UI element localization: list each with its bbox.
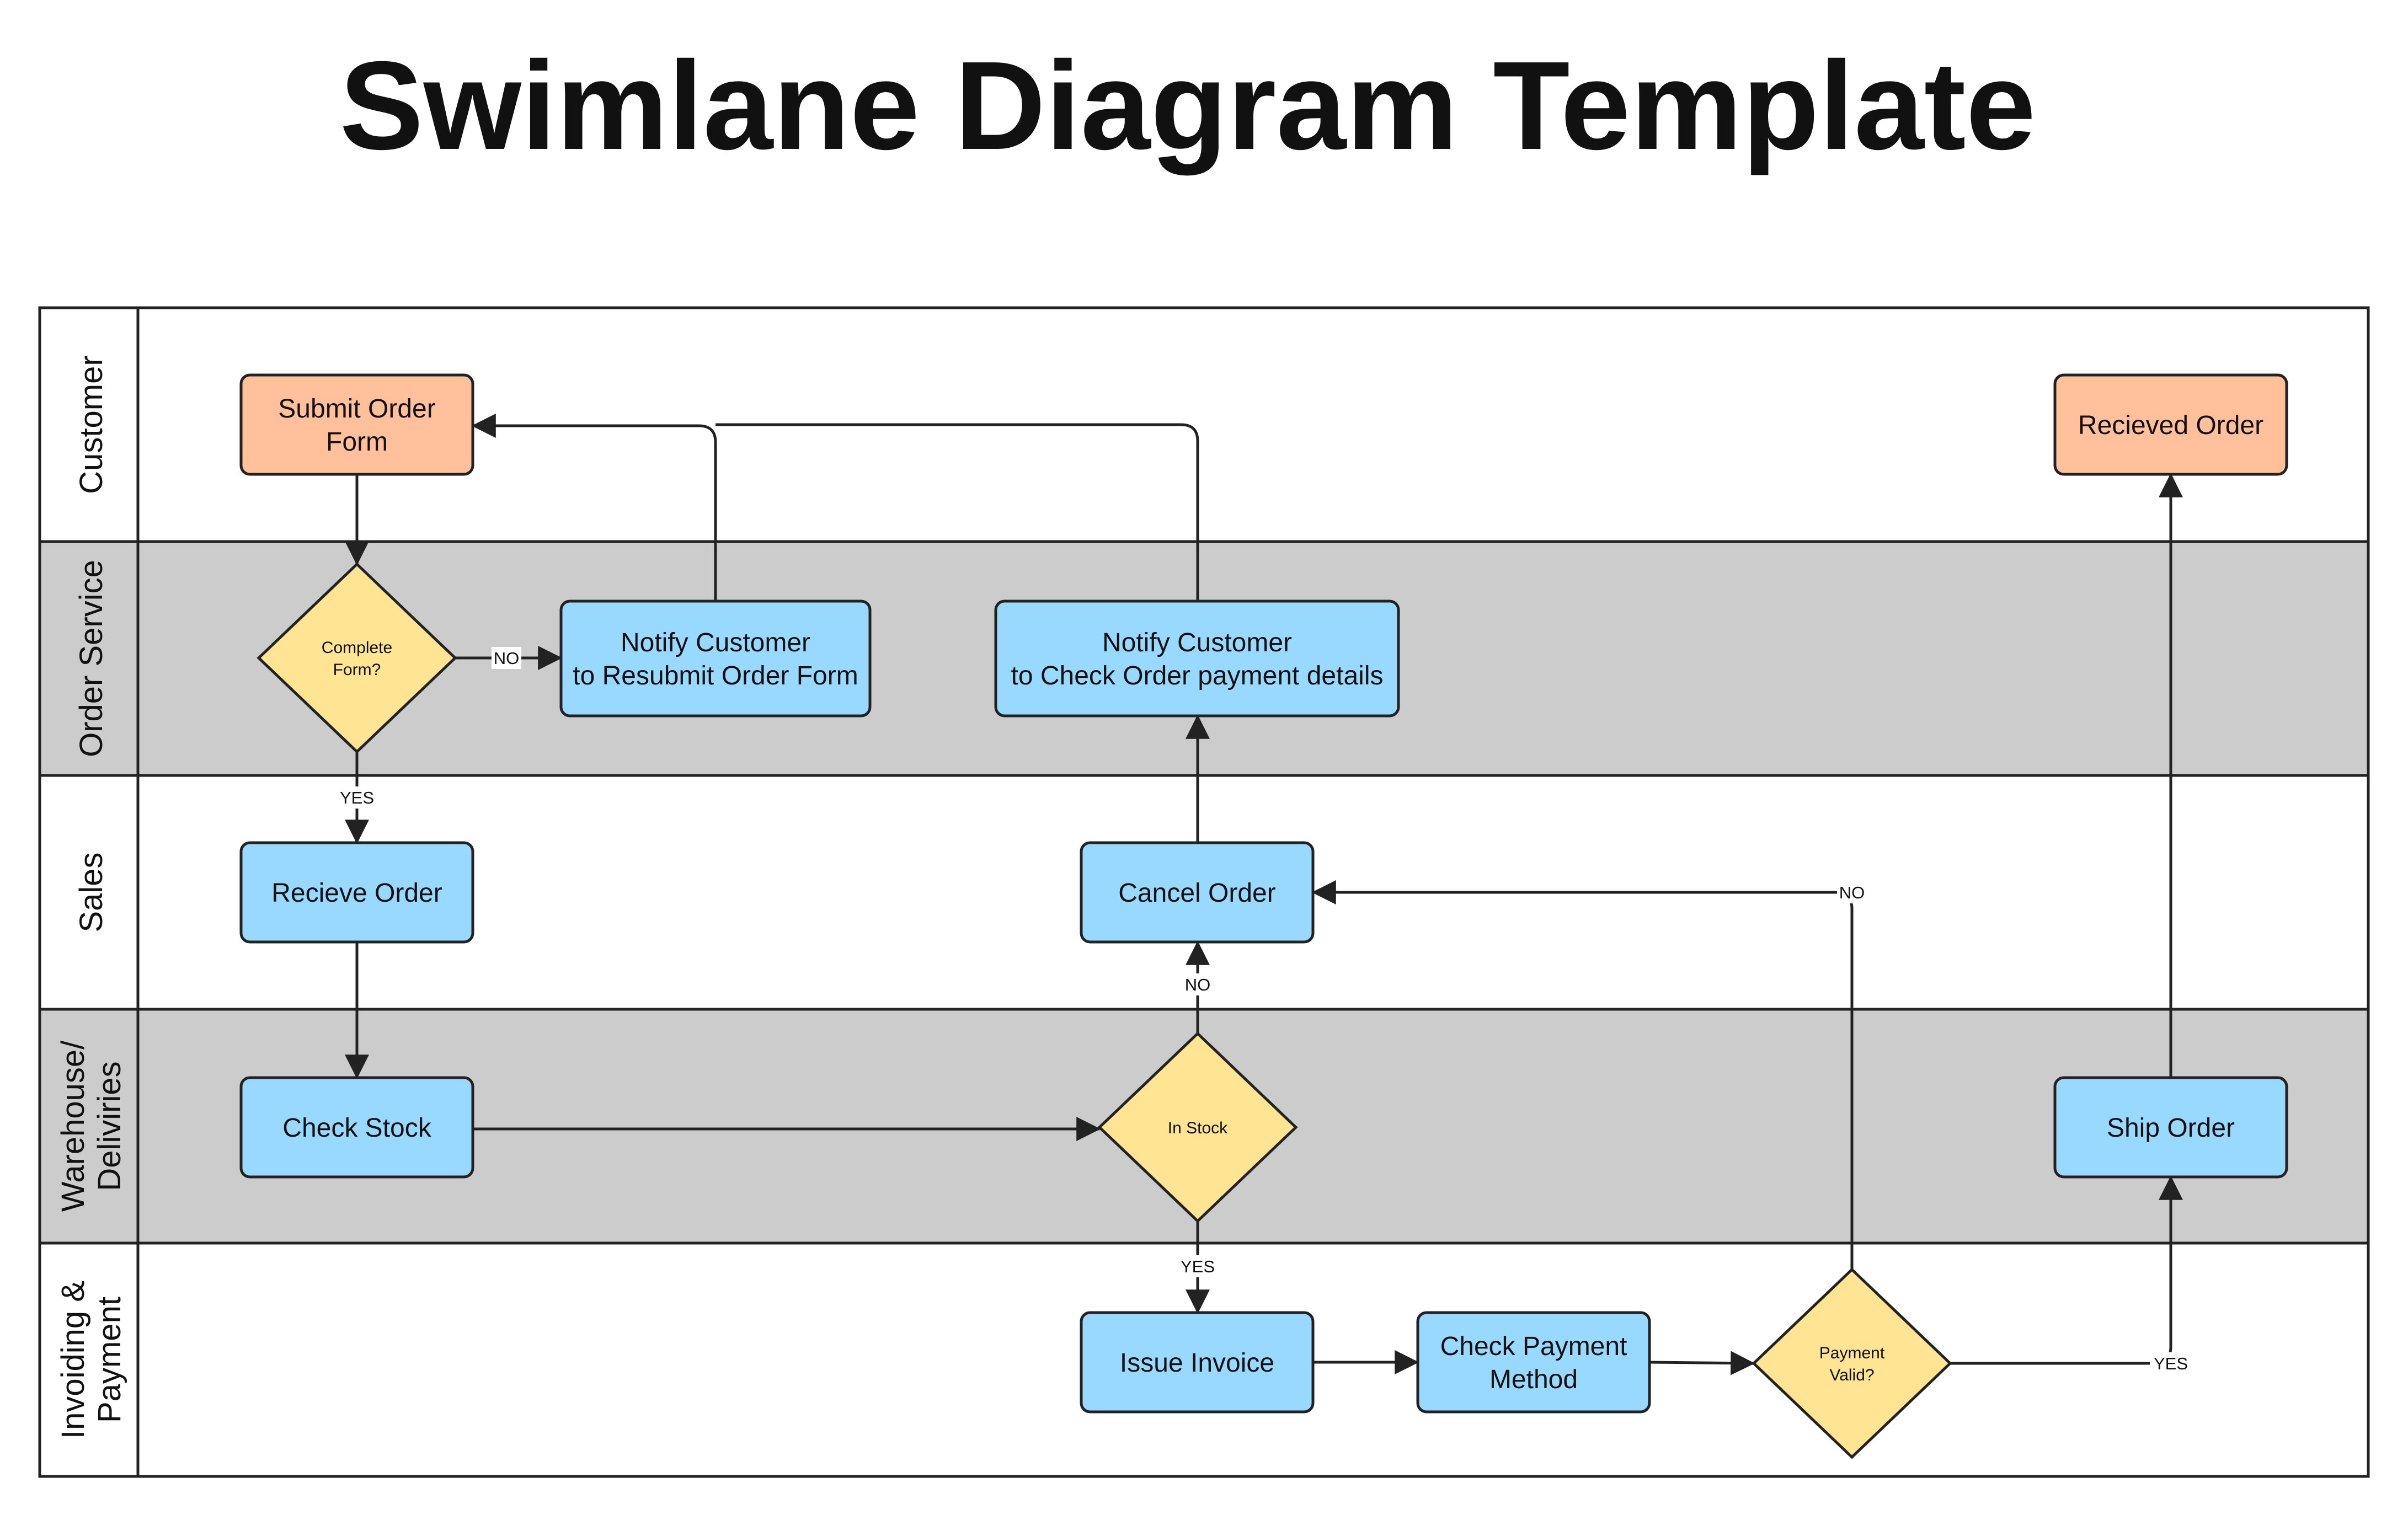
connector-resubmit-to-submit	[471, 414, 717, 601]
connector-labels: NO YES NO YES NO YES	[336, 647, 2192, 1374]
process-shape	[559, 599, 872, 718]
process-shape	[1080, 1311, 1315, 1414]
node-label: Method	[1489, 1365, 1578, 1394]
process-shape	[239, 1076, 474, 1179]
node-label: Check Stock	[282, 1114, 431, 1143]
node-receive-order[interactable]: Recieve Order	[239, 841, 474, 944]
node-label: Issue Invoice	[1120, 1348, 1274, 1378]
node-label: Recieve Order	[271, 879, 442, 908]
terminal-shape	[239, 373, 474, 476]
node-label: Complete	[322, 639, 392, 657]
connector-label-text: YES	[1181, 1257, 1215, 1276]
node-label: Cancel Order	[1118, 879, 1275, 908]
node-label: Notify Customer	[621, 628, 810, 657]
lane-label: Sales	[73, 852, 109, 932]
node-issue-invoice[interactable]: Issue Invoice	[1080, 1311, 1315, 1414]
node-notify-resubmit[interactable]: Notify Customer to Resubmit Order Form	[559, 599, 872, 718]
label-background	[1177, 1255, 1219, 1277]
decision-diamond	[1752, 1267, 1952, 1459]
node-label: Form?	[333, 661, 381, 679]
process-shape	[2053, 1076, 2288, 1179]
connector-label-no: NO	[492, 647, 521, 669]
label-background	[2150, 1352, 2192, 1374]
node-label: Notify Customer	[1102, 628, 1292, 657]
process-shape	[994, 599, 1400, 718]
connector-label-text: YES	[340, 788, 374, 807]
node-label: to Resubmit Order Form	[573, 661, 858, 690]
connector-label-no: NO	[1837, 881, 1867, 903]
connector-label-text: NO	[1839, 883, 1865, 902]
node-notify-payment[interactable]: Notify Customer to Check Order payment de…	[994, 599, 1400, 718]
connector-label-text: NO	[1185, 975, 1211, 994]
label-background	[336, 786, 378, 809]
node-label: Payment	[1819, 1344, 1885, 1362]
label-background	[492, 647, 521, 669]
process-shape	[239, 841, 474, 944]
node-label: Form	[326, 427, 388, 457]
node-label: Ship Order	[2107, 1114, 2235, 1143]
process-shape	[1416, 1311, 1651, 1414]
node-label: Recieved Order	[2078, 411, 2263, 440]
node-in-stock[interactable]: In Stock	[1097, 1031, 1298, 1223]
lane-label: Customer	[73, 355, 109, 494]
connector-label-text: YES	[2154, 1354, 2188, 1373]
node-label: Valid?	[1829, 1366, 1874, 1384]
connector-label-yes: YES	[1177, 1255, 1219, 1277]
node-ship-order[interactable]: Ship Order	[2053, 1076, 2288, 1179]
node-cancel-order[interactable]: Cancel Order	[1080, 841, 1315, 944]
terminal-shape	[2053, 373, 2288, 476]
connector-label-yes: YES	[336, 786, 378, 809]
node-check-stock[interactable]: Check Stock	[239, 1076, 474, 1179]
connector-payment-notice-to-submit	[716, 423, 1199, 601]
node-label: to Check Order payment details	[1011, 661, 1384, 690]
connector-check-payment-to-valid	[1649, 1351, 1755, 1375]
label-background	[1837, 881, 1867, 903]
connector-label-yes: YES	[2150, 1352, 2192, 1374]
lane-label: Invoiding &Payment	[55, 1281, 127, 1439]
lane-header	[38, 1241, 140, 1478]
connector-label-text: NO	[494, 649, 520, 668]
node-label: Submit Order	[278, 394, 435, 424]
connector-label-no: NO	[1183, 973, 1213, 995]
node-label: Check Payment	[1440, 1332, 1627, 1361]
node-received-order[interactable]: Recieved Order	[2053, 373, 2288, 476]
diagram-title: Swimlane Diagram Template	[340, 36, 2036, 176]
label-background	[1183, 973, 1213, 995]
node-label: In Stock	[1168, 1119, 1228, 1137]
decision-diamond	[1097, 1031, 1298, 1223]
lane-label: Warehouse/Deliviries	[55, 1040, 127, 1212]
process-shape	[1080, 841, 1315, 944]
lane-label: Order Service	[73, 560, 109, 757]
decision-diamond	[257, 562, 457, 754]
